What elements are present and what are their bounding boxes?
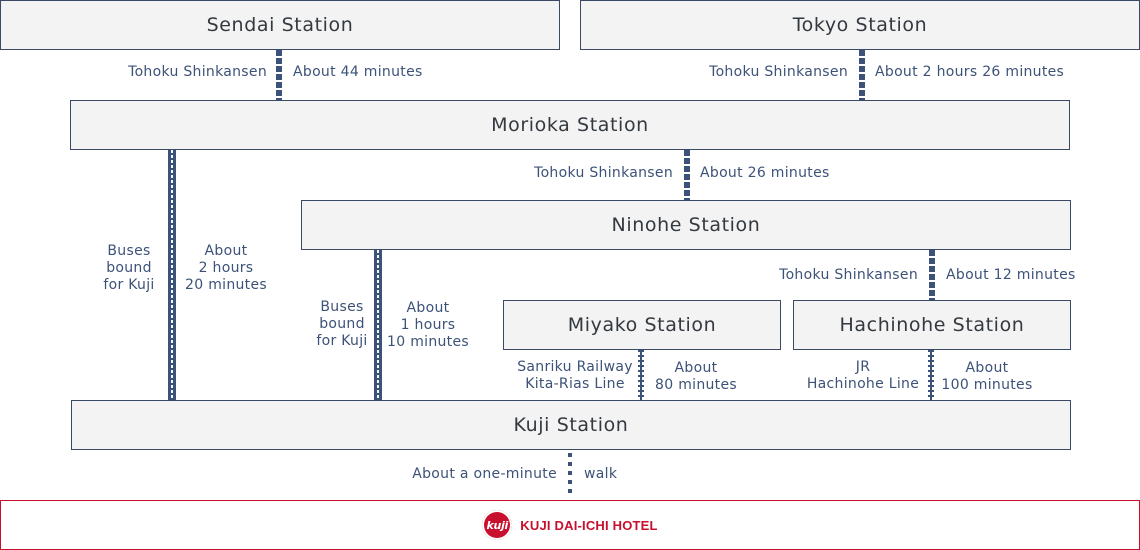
route-hachinohe-kuji-line: JR Hachinohe Line bbox=[803, 359, 923, 393]
route-morioka-kuji-time-1: About bbox=[204, 243, 248, 259]
hotel-name: KUJI DAI-ICHI HOTEL bbox=[520, 517, 658, 533]
station-tokyo: Tokyo Station bbox=[580, 0, 1140, 50]
route-miyako-kuji-line-1: Sanriku Railway bbox=[517, 359, 633, 375]
route-ninohe-kuji-line-3: for Kuji bbox=[316, 333, 368, 349]
route-ninohe-kuji-time: About 1 hours 10 minutes bbox=[384, 300, 472, 351]
route-ninohe-kuji-line: Buses bound for Kuji bbox=[308, 299, 376, 350]
station-ninohe: Ninohe Station bbox=[301, 200, 1071, 250]
route-morioka-ninohe-time: About 26 minutes bbox=[700, 165, 830, 181]
hotel-logo: kuji bbox=[482, 510, 513, 540]
route-line-morioka-ninohe bbox=[684, 150, 690, 200]
route-hachinohe-kuji-time-2: 100 minutes bbox=[941, 377, 1033, 393]
route-tokyo-morioka-time: About 2 hours 26 minutes bbox=[875, 64, 1065, 80]
route-miyako-kuji-line: Sanriku Railway Kita-Rias Line bbox=[515, 359, 635, 393]
route-line-ninohe-kuji bbox=[374, 250, 382, 400]
route-morioka-kuji-time: About 2 hours 20 minutes bbox=[180, 243, 272, 294]
route-ninohe-kuji-line-2: bound bbox=[319, 316, 365, 332]
route-sendai-morioka-time: About 44 minutes bbox=[293, 64, 423, 80]
route-line-miyako-kuji bbox=[638, 350, 644, 400]
route-line-ninohe-hachinohe bbox=[929, 250, 935, 300]
station-morioka-label: Morioka Station bbox=[491, 114, 649, 136]
route-morioka-kuji-time-2: 2 hours bbox=[198, 260, 254, 276]
route-line-hachinohe-kuji bbox=[928, 350, 934, 400]
route-hachinohe-kuji-line-2: Hachinohe Line bbox=[806, 376, 920, 392]
route-morioka-kuji-time-3: 20 minutes bbox=[185, 277, 267, 293]
station-miyako: Miyako Station bbox=[503, 300, 781, 350]
station-sendai: Sendai Station bbox=[0, 0, 560, 50]
station-hachinohe-label: Hachinohe Station bbox=[839, 314, 1025, 336]
route-ninohe-kuji-time-3: 10 minutes bbox=[387, 334, 469, 350]
route-ninohe-kuji-line-1: Buses bbox=[320, 299, 364, 315]
route-hachinohe-kuji-line-1: JR bbox=[855, 359, 871, 375]
station-tokyo-label: Tokyo Station bbox=[792, 14, 928, 36]
station-hachinohe: Hachinohe Station bbox=[793, 300, 1071, 350]
route-line-sendai-morioka bbox=[276, 50, 282, 100]
route-morioka-kuji-line-1: Buses bbox=[107, 243, 151, 259]
station-kuji: Kuji Station bbox=[71, 400, 1071, 450]
route-line-kuji-hotel bbox=[568, 453, 572, 498]
station-morioka: Morioka Station bbox=[70, 100, 1070, 150]
station-sendai-label: Sendai Station bbox=[206, 14, 354, 36]
route-sendai-morioka-line: Tohoku Shinkansen bbox=[128, 64, 267, 80]
route-hachinohe-kuji-time: About 100 minutes bbox=[940, 360, 1034, 394]
route-ninohe-hachinohe-line: Tohoku Shinkansen bbox=[779, 267, 918, 283]
route-hachinohe-kuji-time-1: About bbox=[965, 360, 1009, 376]
station-ninohe-label: Ninohe Station bbox=[611, 214, 761, 236]
route-kuji-hotel-time: walk bbox=[584, 466, 618, 482]
hotel-logo-text: kuji bbox=[486, 518, 509, 532]
route-kuji-hotel-line: About a one-minute bbox=[412, 466, 557, 482]
route-tokyo-morioka-line: Tohoku Shinkansen bbox=[709, 64, 848, 80]
route-miyako-kuji-line-2: Kita-Rias Line bbox=[525, 376, 625, 392]
station-miyako-label: Miyako Station bbox=[567, 314, 717, 336]
route-morioka-kuji-line: Buses bound for Kuji bbox=[95, 243, 163, 294]
route-morioka-kuji-line-3: for Kuji bbox=[103, 277, 155, 293]
route-morioka-kuji-line-2: bound bbox=[106, 260, 152, 276]
route-miyako-kuji-time-2: 80 minutes bbox=[655, 377, 737, 393]
station-kuji-label: Kuji Station bbox=[513, 414, 629, 436]
route-ninohe-kuji-time-1: About bbox=[406, 300, 450, 316]
route-ninohe-hachinohe-time: About 12 minutes bbox=[946, 267, 1076, 283]
route-miyako-kuji-time: About 80 minutes bbox=[651, 360, 741, 394]
hotel-banner: kuji KUJI DAI-ICHI HOTEL bbox=[0, 500, 1140, 550]
route-line-tokyo-morioka bbox=[859, 50, 865, 100]
route-morioka-ninohe-line: Tohoku Shinkansen bbox=[534, 165, 673, 181]
route-miyako-kuji-time-1: About bbox=[674, 360, 718, 376]
route-line-morioka-kuji bbox=[168, 150, 176, 400]
route-ninohe-kuji-time-2: 1 hours bbox=[400, 317, 456, 333]
